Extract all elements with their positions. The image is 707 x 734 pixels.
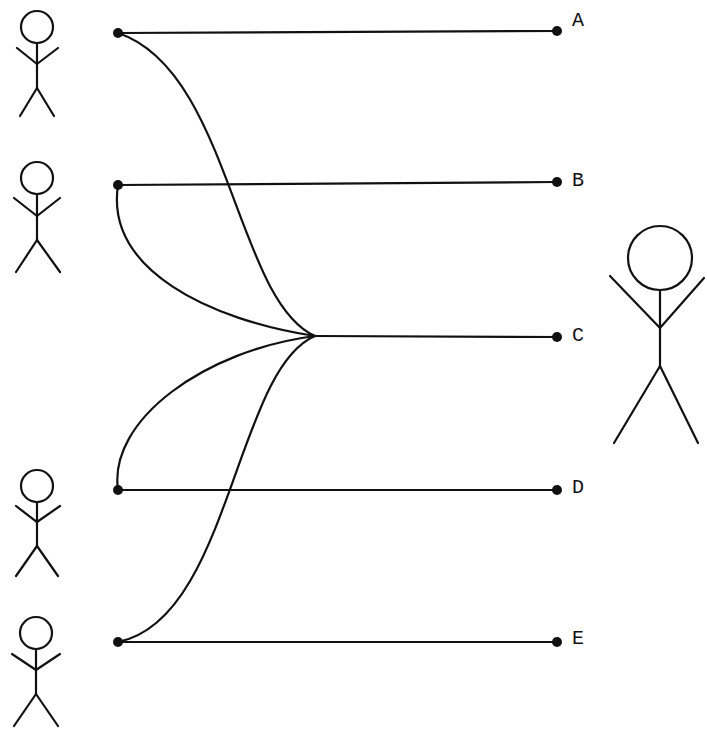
converging-links: [117, 33, 315, 642]
person-figure: [12, 617, 60, 726]
person-figure: [17, 11, 58, 116]
terminal-label: C: [572, 325, 584, 347]
person-figure-large: [610, 226, 704, 443]
terminal-label: E: [572, 628, 584, 650]
terminal-dots: [113, 26, 562, 647]
person-figure: [14, 162, 60, 272]
person-figure: [16, 470, 60, 576]
terminal-label: D: [572, 477, 584, 499]
terminal-label: B: [572, 170, 584, 192]
terminal-label: A: [572, 10, 584, 32]
straight-links: [118, 31, 557, 642]
